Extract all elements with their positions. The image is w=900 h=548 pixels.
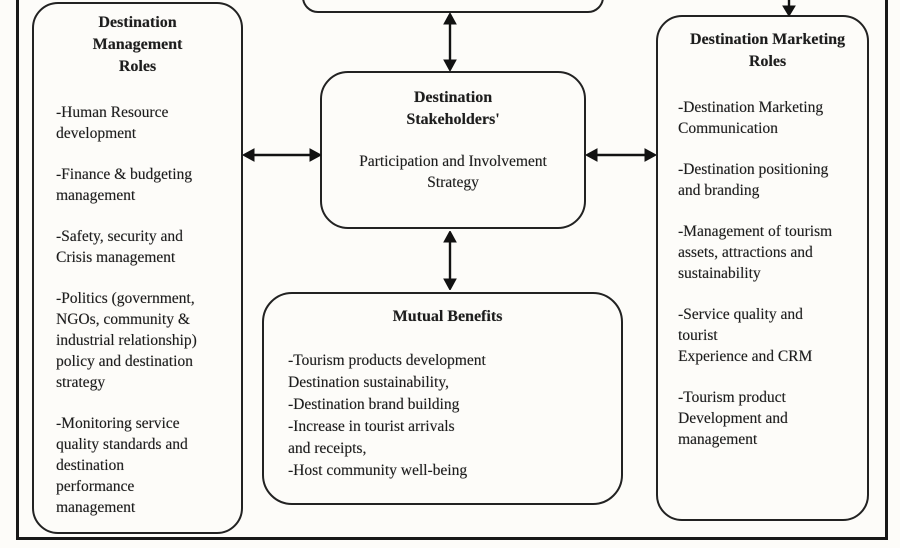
body-line: Participation and Involvement (359, 153, 547, 170)
stakeholders-body: Participation and Involvement Strategy (332, 151, 574, 193)
list-item: -Tourism products development Destinatio… (288, 352, 486, 391)
arrow-down-icon (782, 0, 796, 16)
title-line: Roles (748, 53, 787, 70)
list-item: -Management of tourism assets, attractio… (678, 223, 833, 282)
marketing-roles-title: Destination Marketing Roles (678, 29, 857, 73)
top-box-partial (302, 0, 604, 13)
outer-frame (16, 0, 888, 540)
title-line: Management (92, 36, 183, 53)
stakeholders-title: Destination Stakeholders' (332, 87, 574, 131)
list-item: -Host community well-being (288, 462, 468, 479)
list-item: -Monitoring service quality standards an… (56, 415, 188, 516)
list-item: -Safety, security and Crisis management (56, 228, 183, 266)
management-roles-box: Destination Management Roles -Human Reso… (32, 2, 243, 534)
management-roles-title: Destination Management Roles (56, 12, 219, 78)
double-arrow-vertical-icon (443, 13, 457, 71)
double-arrow-horizontal-icon (586, 148, 656, 162)
marketing-roles-box: Destination Marketing Roles -Destination… (656, 15, 869, 521)
list-item: -Tourism product Development and managem… (678, 389, 788, 448)
double-arrow-vertical-icon (443, 231, 457, 290)
title-line: Destination (413, 89, 493, 106)
body-line: Strategy (427, 174, 479, 191)
double-arrow-horizontal-icon (243, 148, 321, 162)
marketing-roles-items: -Destination Marketing Communication -De… (678, 97, 857, 450)
list-item: -Destination Marketing Communication (678, 99, 824, 137)
mutual-benefits-box: Mutual Benefits -Tourism products develo… (262, 292, 623, 505)
title-line: Destination Marketing (689, 31, 846, 48)
list-item: -Politics (government, NGOs, community &… (56, 290, 197, 391)
list-item: -Finance & budgeting management (56, 166, 193, 204)
title-line: Stakeholders' (406, 111, 500, 128)
list-item: -Human Resource development (56, 104, 169, 142)
mutual-benefits-title: Mutual Benefits (392, 308, 503, 325)
list-item: -Service quality and tourist Experience … (678, 306, 813, 365)
list-item: -Increase in tourist arrivals and receip… (288, 418, 455, 457)
management-roles-items: -Human Resource development -Finance & b… (56, 102, 229, 518)
mutual-benefits-items: -Tourism products development Destinatio… (288, 350, 607, 482)
list-item: -Destination positioning and branding (678, 161, 829, 199)
stakeholders-box: Destination Stakeholders' Participation … (320, 71, 586, 229)
list-item: -Destination brand building (288, 396, 460, 413)
title-line: Roles (118, 58, 157, 75)
title-line: Destination (98, 14, 177, 31)
